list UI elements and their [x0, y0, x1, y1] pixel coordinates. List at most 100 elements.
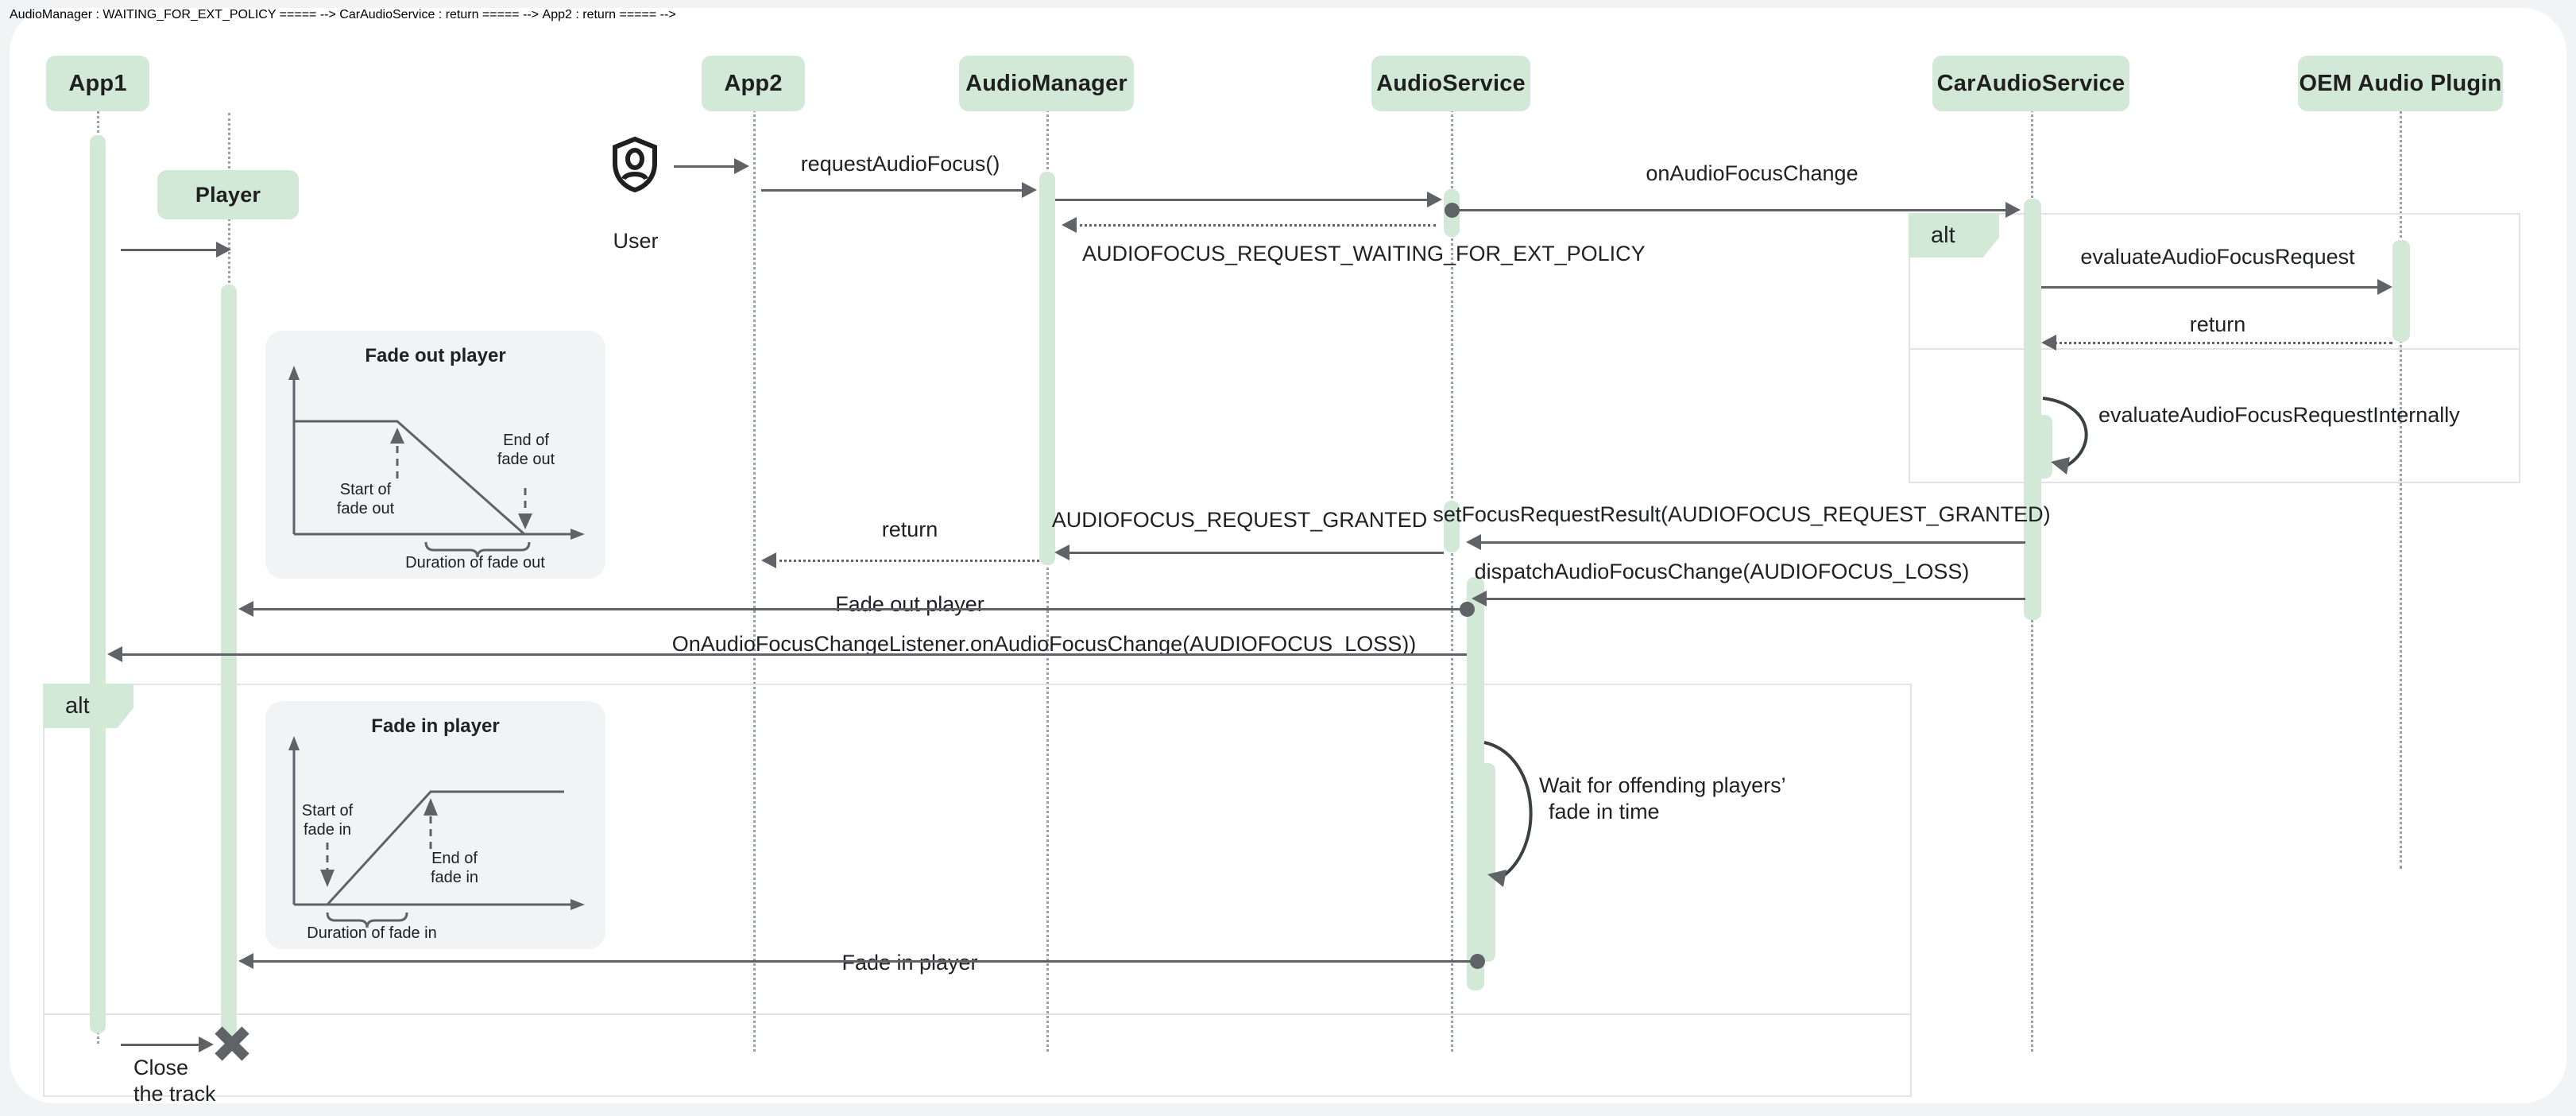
fragment-alt-app1-divider — [43, 1013, 1912, 1015]
message-closeTrack-line2: the track — [133, 1081, 216, 1106]
message-waitFadeIn-line2: fade in time — [1549, 799, 1660, 823]
lifeline-oemplugin — [2400, 58, 2402, 869]
fragment-alt-oem-label-text: alt — [1931, 222, 1955, 248]
message-listenerLoss-label: OnAudioFocusChangeListener.onAudioFocusC… — [671, 632, 1417, 656]
note-fade-out-start-label: Start of fade out — [337, 480, 394, 518]
note-fade-out-end-label: End of fade out — [497, 431, 555, 469]
shield-user-icon — [612, 136, 658, 193]
message-am-to-as-line — [1055, 199, 1429, 201]
participant-player[interactable]: Player — [157, 170, 299, 219]
participant-app2[interactable]: App2 — [702, 56, 805, 111]
diagram-canvas: alt alt App1 Player App2 AudioManager Au… — [10, 8, 2566, 1106]
message-waiting-ext-policy-label: AUDIOFOCUS_REQUEST_WAITING_FOR_EXT_POLIC… — [1082, 242, 1646, 265]
note-fade-in-start-line2: fade in — [303, 821, 352, 839]
message-app1-to-player-line — [121, 249, 219, 251]
note-fade-in-player: Fade in player Start of fade in End of f… — [265, 701, 605, 949]
message-evaluateAudioFocusRequest-line — [2041, 286, 2379, 289]
message-user-to-app2-line — [674, 165, 736, 168]
message-return-oem-line — [2054, 342, 2392, 344]
message-requestAudioFocus-line — [761, 189, 1023, 192]
note-fade-out-end-line1: End of — [503, 432, 549, 449]
message-return-app2-line — [774, 560, 1039, 562]
message-waiting-ext-policy-arrowhead — [1062, 217, 1077, 233]
participant-caraudioservice[interactable]: CarAudioService — [1932, 56, 2129, 111]
participant-audioservice[interactable]: AudioService — [1371, 56, 1530, 111]
message-return-oem-label: return — [2189, 312, 2246, 336]
participant-app2-label: App2 — [724, 70, 783, 96]
participant-app1[interactable]: App1 — [46, 56, 149, 111]
message-setFocusRequestResult-line — [1479, 541, 2025, 544]
activation-audioservice-2 — [1444, 501, 1460, 552]
participant-audiomanager[interactable]: AudioManager — [959, 56, 1134, 111]
message-requestAudioFocus-arrowhead — [1022, 182, 1037, 198]
message-onAudioFocusChange-label: onAudioFocusChange — [1646, 161, 1859, 185]
lifeline-app2 — [753, 58, 756, 1052]
message-return-app2-arrowhead — [761, 552, 776, 568]
note-fade-out-start-line2: fade out — [336, 500, 395, 517]
message-return-oem-arrowhead — [2041, 335, 2056, 351]
message-fadeOutPlayer-origin-ball — [1460, 602, 1475, 617]
message-waitFadeIn-curve — [1483, 741, 1533, 887]
activation-audioservice-4 — [1478, 763, 1495, 962]
message-dispatchLoss-line — [1484, 598, 2025, 600]
participant-audiomanager-label: AudioManager — [965, 70, 1127, 96]
note-fade-out-title: Fade out player — [365, 345, 506, 366]
note-fade-in-duration-label: Duration of fade in — [307, 924, 437, 942]
participant-oemplugin[interactable]: OEM Audio Plugin — [2298, 56, 2503, 111]
message-listenerLoss-line — [120, 653, 1467, 656]
note-fade-in-title: Fade in player — [371, 715, 500, 737]
message-user-to-app2-arrowhead — [734, 158, 749, 174]
message-granted-line — [1067, 552, 1444, 554]
activation-app1 — [90, 135, 106, 1033]
activation-audiomanager — [1039, 172, 1055, 565]
message-closeTrack-line1: Close — [133, 1056, 189, 1079]
fragment-alt-app1-label-text: alt — [65, 692, 90, 719]
message-onAudioFocusChange-line — [1452, 209, 2008, 211]
message-am-to-as-arrowhead — [1427, 192, 1442, 207]
message-dispatchLoss-arrowhead — [1472, 591, 1487, 606]
message-fadeOutPlayer-label: Fade out player — [835, 592, 984, 616]
note-fade-out-end-line2: fade out — [497, 451, 555, 468]
note-fade-out-start-line1: Start of — [339, 481, 392, 498]
message-fadeInPlayer-line — [251, 960, 1477, 963]
destroy-x-icon — [212, 1024, 252, 1064]
message-evaluateAudioFocusRequest-label: evaluateAudioFocusRequest — [2080, 245, 2355, 269]
message-waitFadeIn-line1: Wait for offending players’ — [1539, 773, 1786, 797]
message-granted-label: AUDIOFOCUS_REQUEST_GRANTED — [1051, 508, 1428, 532]
activation-caraudioservice-self — [2035, 415, 2052, 479]
lifeline-audioservice — [1451, 58, 1453, 1052]
message-fadeInPlayer-arrowhead — [238, 953, 253, 969]
fragment-alt-oem-label: alt — [1909, 213, 1999, 258]
note-fade-in-start-line1: Start of — [301, 802, 354, 820]
note-fade-out-player: Fade out player Start of fade out End of — [265, 331, 605, 579]
message-listenerLoss-arrowhead — [107, 646, 122, 662]
participant-app1-label: App1 — [68, 70, 127, 96]
participant-oemplugin-label: OEM Audio Plugin — [2299, 70, 2502, 96]
message-setFocusRequestResult-arrowhead — [1466, 534, 1481, 550]
note-fade-out-duration-label: Duration of fade out — [405, 554, 545, 572]
message-fadeOutPlayer-line — [251, 608, 1467, 610]
message-evaluateInternally-label: evaluateAudioFocusRequestInternally — [2098, 403, 2460, 427]
message-closeTrack-line — [121, 1044, 202, 1046]
fade-out-chart — [288, 366, 585, 558]
actor-user-label: User — [613, 229, 659, 253]
participant-audioservice-label: AudioService — [1376, 70, 1526, 96]
activation-oemplugin — [2392, 240, 2410, 342]
note-fade-in-end-line1: End of — [431, 850, 478, 867]
message-closeTrack-label: Close the track — [133, 1055, 216, 1107]
message-waitFadeIn-label: Wait for offending players’ fade in time — [1539, 773, 1786, 825]
fragment-alt-oem-divider — [1909, 348, 2520, 350]
participant-caraudioservice-label: CarAudioService — [1936, 70, 2125, 96]
activation-player — [221, 285, 237, 1040]
fragment-alt-app1-label: alt — [43, 684, 133, 728]
message-app1-to-player-arrowhead — [216, 242, 231, 258]
message-dispatchLoss-label: dispatchAudioFocusChange(AUDIOFOCUS_LOSS… — [1474, 560, 1970, 583]
message-granted-arrowhead — [1054, 544, 1069, 560]
message-fadeInPlayer-label: Fade in player — [841, 951, 978, 975]
note-fade-in-start-label: Start of fade in — [302, 801, 353, 839]
note-fade-in-end-label: End of fade in — [431, 849, 478, 887]
activation-caraudioservice — [2024, 199, 2041, 620]
note-fade-in-end-line2: fade in — [430, 869, 479, 886]
message-return-app2-label: return — [881, 517, 938, 541]
